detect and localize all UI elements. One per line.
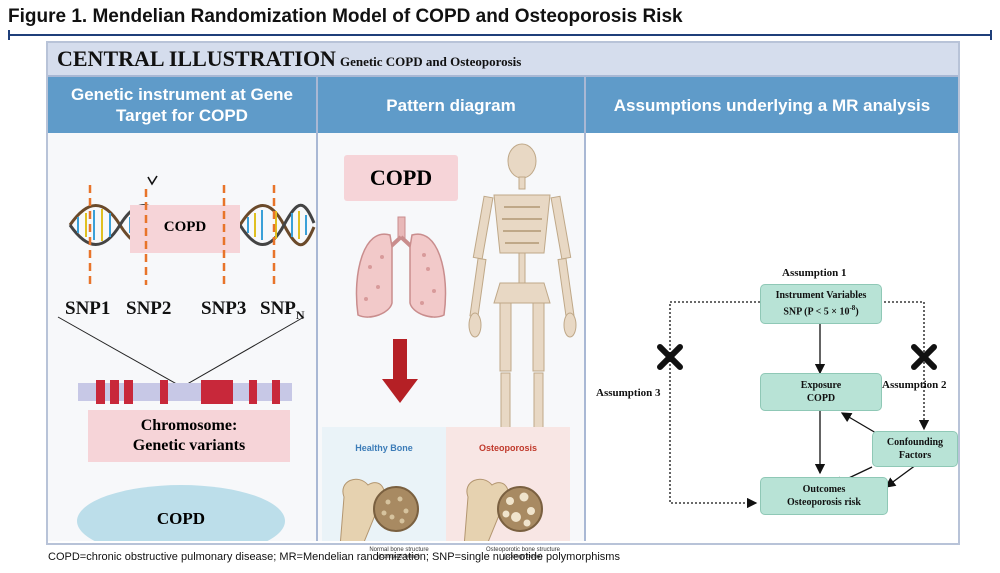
iv-close: )	[855, 306, 859, 318]
snp2-label: SNP2	[126, 298, 172, 319]
title-rule	[8, 30, 992, 40]
healthy-bone-title: Healthy Bone	[355, 443, 413, 453]
snpn-subscript: N	[295, 307, 305, 322]
exposure-line1: Exposure	[800, 380, 842, 391]
copd-gene-box	[130, 205, 240, 253]
mr-flow-diagram	[657, 301, 937, 509]
osteoporosis-caption: Osteoporotic bone structure(spongy bone)	[478, 547, 568, 561]
snp-marker-lines	[88, 185, 276, 285]
snp1-label: SNP1	[65, 298, 111, 319]
dna-helix-right-icon	[238, 203, 316, 247]
snpn-label: SNPN	[260, 298, 305, 323]
osteoporosis-title: Osteoporosis	[478, 443, 537, 453]
iv-line2: SNP (P < 5 × 10-8)	[783, 302, 858, 318]
healthy-bone-icon	[339, 478, 419, 541]
snp3-label: SNP3	[201, 298, 247, 319]
footnote: COPD=chronic obstructive pulmonary disea…	[48, 551, 620, 563]
confounding-label: Confounding Factors	[886, 437, 944, 461]
central-subtitle: Genetic COPD and Osteoporosis	[339, 54, 522, 69]
lungs-icon	[355, 216, 447, 318]
assumption2-label: Assumption 2	[882, 379, 947, 391]
node-confounding-factors: Confounding Factors	[872, 431, 958, 467]
copd-ellipse-label: COPD	[156, 509, 206, 528]
exposure-line2: COPD	[806, 393, 836, 404]
healthy-caption-line2: (compact bone)	[378, 554, 420, 560]
panel3-header: Assumptions underlying a MR analysis	[586, 77, 958, 133]
chromosome-line1: Chromosome:	[140, 417, 238, 434]
copd-box: COPD	[344, 155, 458, 201]
central-title-text: CENTRAL ILLUSTRATION	[57, 46, 336, 71]
cross-icon-left	[657, 344, 683, 370]
osteo-caption-line2: (spongy bone)	[503, 554, 543, 560]
figure-title: Figure 1. Mendelian Randomization Model …	[8, 6, 683, 27]
outcomes-line2: Osteoporosis risk	[787, 497, 861, 508]
panel1-header-line2: Target for COPD	[116, 106, 248, 125]
assumption1-label: Assumption 1	[782, 267, 847, 279]
osteo-caption-line1: Osteoporotic bone structure	[485, 547, 561, 553]
dna-diagram	[57, 175, 316, 541]
copd-ellipse	[77, 485, 285, 541]
chromosome-box: Chromosome: Genetic variants	[88, 410, 290, 462]
copd-gene-label: COPD	[163, 219, 207, 235]
panel-pattern-diagram: Pattern diagram COPD	[318, 77, 586, 560]
skeleton-icon	[468, 143, 577, 447]
healthy-bone-caption: Normal bone structure(compact bone)	[354, 547, 444, 561]
panel2-header: Pattern diagram	[318, 77, 584, 133]
down-arrow-icon	[382, 339, 418, 403]
snpn-text: SNP	[260, 298, 296, 319]
cross-icon-right	[911, 344, 937, 370]
chromosome-variant-bands	[96, 380, 280, 404]
outcomes-line1: Outcomes	[802, 484, 846, 495]
caret-icon	[147, 175, 158, 186]
iv-exponent: -8	[849, 304, 856, 313]
assumption3-label: Assumption 3	[596, 387, 661, 399]
panel-mr-assumptions: Assumptions underlying a MR analysis Ass…	[586, 77, 958, 541]
iv-line1: Instrument Variables	[775, 290, 867, 302]
pattern-graphics	[322, 143, 577, 541]
panel1-header-line1: Genetic instrument at Gene	[71, 85, 293, 104]
chromosome-line2: Genetic variants	[132, 437, 246, 454]
healthy-caption-line1: Normal bone structure	[369, 547, 429, 553]
osteoporosis-bone-icon	[463, 478, 543, 541]
iv-line2-text: SNP (P < 5 × 10	[783, 306, 850, 318]
